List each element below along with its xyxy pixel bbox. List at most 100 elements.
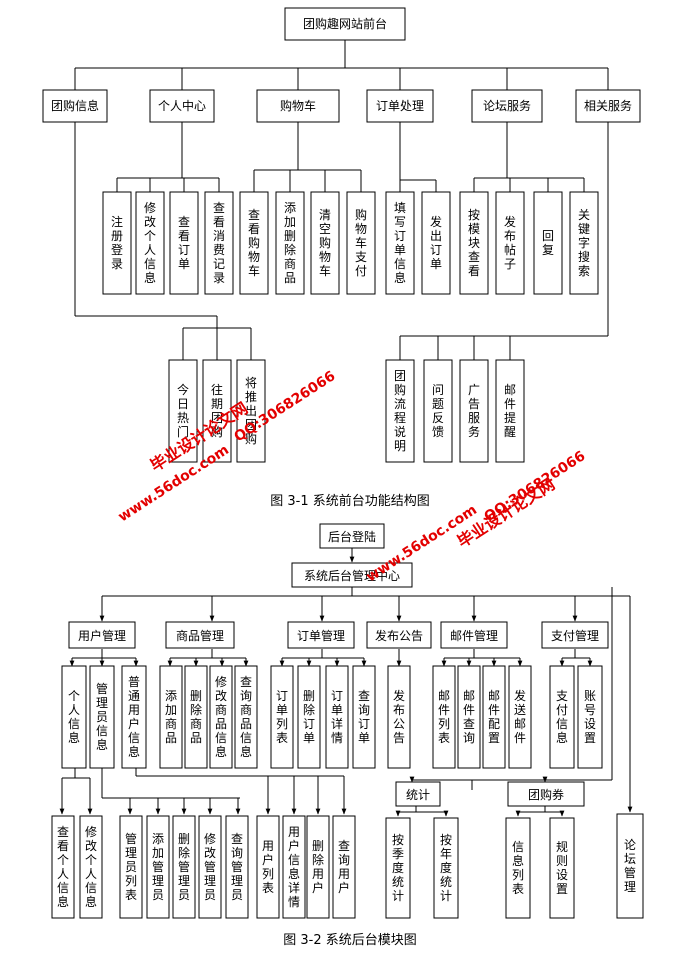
vertical-label: 回复 xyxy=(542,229,554,257)
d1-leaf-group-flow: 团购流程说明 xyxy=(385,359,415,463)
d2-subcategory-label: 团购券 xyxy=(528,787,564,802)
d1-leaf-cart-pay: 购物车支付 xyxy=(346,191,376,295)
vertical-label: 管理员列表 xyxy=(125,831,137,902)
d2-leaf-account-settings: 账号设置 xyxy=(577,665,603,769)
d2-leaf-normal-user-info: 普通用户信息 xyxy=(121,665,147,769)
vertical-label: 按模块查看 xyxy=(468,208,480,278)
vertical-label: 用户列表 xyxy=(262,839,274,895)
d2-leaf-user-list: 用户列表 xyxy=(256,815,280,919)
vertical-label: 查询商品信息 xyxy=(240,675,252,759)
vertical-label: 购物车支付 xyxy=(355,207,367,278)
vertical-label: 删除商品 xyxy=(190,689,202,745)
d2-leaf-stats-quarter: 按季度统计 xyxy=(385,817,411,919)
d2-leaf-coupon-list: 信息列表 xyxy=(505,817,531,919)
vertical-label: 按年度统计 xyxy=(440,833,452,903)
vertical-label: 修改个人信息 xyxy=(85,824,97,909)
d1-category-label: 相关服务 xyxy=(584,98,632,113)
vertical-label: 邮件提醒 xyxy=(504,383,516,439)
vertical-label: 按季度统计 xyxy=(392,833,404,903)
vertical-label: 修改管理员 xyxy=(204,831,216,902)
d2-leaf-stats-year: 按年度统计 xyxy=(433,817,459,919)
d1-category-label: 论坛服务 xyxy=(483,98,531,113)
vertical-label: 清空购物车 xyxy=(319,208,331,278)
d2-leaf-user-detail: 用户信息详情 xyxy=(282,815,306,919)
d2-leaf-delete-goods: 删除商品 xyxy=(184,665,208,769)
d2-category-label: 支付管理 xyxy=(551,628,599,643)
vertical-label: 订单列表 xyxy=(276,689,288,745)
d2-leaf-query-admin: 查询管理员 xyxy=(225,815,249,919)
d2-subcategory-label: 统计 xyxy=(406,788,430,802)
d1-category-cart: 购物车 xyxy=(256,89,340,123)
d1-leaf-upcoming-groups: 将推出团购 xyxy=(236,359,266,463)
vertical-label: 查询用户 xyxy=(338,839,350,895)
d2-category-pay: 支付管理 xyxy=(541,621,609,649)
d2-leaf-mail-list: 邮件列表 xyxy=(432,665,456,769)
d1-leaf-add-remove-goods: 添加删除商品 xyxy=(275,191,305,295)
vertical-label: 查看个人信息 xyxy=(57,825,69,909)
d2-leaf-admin-info: 管理员信息 xyxy=(89,665,115,769)
vertical-label: 查询管理员 xyxy=(231,832,243,902)
vertical-label: 删除管理员 xyxy=(178,832,190,902)
vertical-label: 论坛管理 xyxy=(624,838,636,894)
d2-login-node: 后台登陆 xyxy=(319,523,385,549)
d1-leaf-mail-reminder: 邮件提醒 xyxy=(495,359,525,463)
backend-module-diagram: 后台登陆 系统后台管理中心 用户管理 商品管理 订单管理 发布公告 邮件管理 支… xyxy=(51,523,644,948)
vertical-label: 问题反馈 xyxy=(432,383,444,439)
d2-center-label: 系统后台管理中心 xyxy=(304,568,400,583)
d2-login-label: 后台登陆 xyxy=(328,529,376,544)
d2-category-label: 用户管理 xyxy=(78,628,126,643)
vertical-label: 管理员信息 xyxy=(96,681,108,752)
vertical-label: 发送邮件 xyxy=(514,688,526,745)
d1-category-forum: 论坛服务 xyxy=(471,89,543,123)
d2-category-nodes: 用户管理 商品管理 订单管理 发布公告 邮件管理 支付管理 统计 团购券 xyxy=(68,621,609,807)
d1-category-label: 团购信息 xyxy=(51,98,99,113)
d1-connectors xyxy=(74,40,609,360)
vertical-label: 用户信息详情 xyxy=(288,825,300,909)
d1-leaf-view-consumption: 查看消费记录 xyxy=(204,191,234,295)
d2-leaf-admin-list: 管理员列表 xyxy=(119,815,143,919)
d1-leaf-browse-module: 按模块查看 xyxy=(459,191,489,295)
vertical-label: 账号设置 xyxy=(584,689,596,745)
d2-leaf-edit-personal-info: 修改个人信息 xyxy=(79,815,103,919)
vertical-label: 查询订单 xyxy=(358,689,370,745)
d2-leaf-delete-order: 删除订单 xyxy=(297,665,321,769)
d1-root-label: 团购趣网站前台 xyxy=(303,16,387,31)
vertical-label: 邮件列表 xyxy=(438,689,450,745)
d1-root-node: 团购趣网站前台 xyxy=(284,7,406,41)
vertical-label: 今日热门 xyxy=(177,382,189,439)
d1-category-label: 个人中心 xyxy=(158,98,206,113)
vertical-label: 查看购物车 xyxy=(248,208,260,278)
d2-category-label: 邮件管理 xyxy=(450,628,498,643)
d2-leaf-coupon-rules: 规则设置 xyxy=(549,817,575,919)
d2-category-notice: 发布公告 xyxy=(366,621,432,649)
d1-category-label: 购物车 xyxy=(280,98,316,113)
front-structure-diagram: 团购趣网站前台 团购信息 个人中心 购物车 订单处理 论坛服务 相关服务 注册登… xyxy=(42,7,641,509)
d2-node-forum-management: 论坛管理 xyxy=(616,813,644,919)
d2-leaf-mail-config: 邮件配置 xyxy=(482,665,506,769)
d2-leaf-edit-admin: 修改管理员 xyxy=(198,815,222,919)
d2-leaf-nodes: 个人信息 管理员信息 普通用户信息 添加商品 删除商品 修改商品信息 查询商品信… xyxy=(51,665,644,919)
d2-leaf-query-goods: 查询商品信息 xyxy=(234,665,258,769)
vertical-label: 修改个人信息 xyxy=(144,200,156,285)
vertical-label: 查看订单 xyxy=(178,215,190,271)
d2-leaf-publish-notice: 发布公告 xyxy=(387,665,411,769)
d1-leaf-clear-cart: 清空购物车 xyxy=(310,191,340,295)
vertical-label: 添加管理员 xyxy=(152,832,164,902)
d2-category-label: 订单管理 xyxy=(297,628,345,643)
d2-connectors xyxy=(59,548,633,817)
d2-leaf-send-mail: 发送邮件 xyxy=(508,665,532,769)
vertical-label: 添加删除商品 xyxy=(284,201,296,285)
vertical-label: 发布帖子 xyxy=(504,214,516,271)
d1-category-label: 订单处理 xyxy=(376,99,424,113)
vertical-label: 支付信息 xyxy=(556,689,568,745)
d1-leaf-keyword-search: 关键字搜索 xyxy=(569,191,599,295)
d1-leaf-feedback: 问题反馈 xyxy=(423,359,453,463)
vertical-label: 广告服务 xyxy=(468,383,480,439)
vertical-label: 填写订单信息 xyxy=(394,201,406,285)
vertical-label: 邮件查询 xyxy=(463,689,475,745)
d2-leaf-order-detail: 订单详情 xyxy=(325,665,349,769)
d1-category-personal: 个人中心 xyxy=(149,89,215,123)
vertical-label: 关键字搜索 xyxy=(578,208,590,278)
vertical-label: 将推出团购 xyxy=(245,376,257,446)
